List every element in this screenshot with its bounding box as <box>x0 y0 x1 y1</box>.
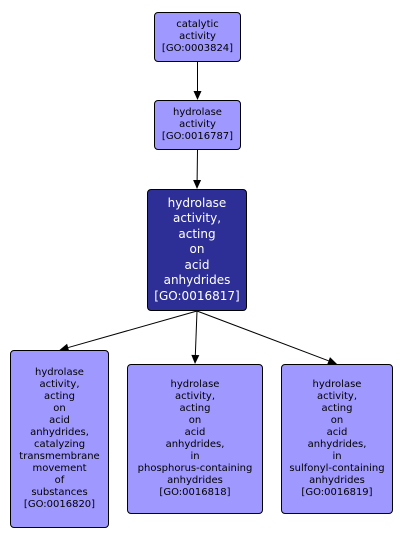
node-label-line: phosphorus-containing <box>137 463 253 474</box>
node-label-line: activity, <box>174 391 216 402</box>
node-label-line: acid <box>49 415 70 426</box>
node-label-line: in <box>332 451 342 462</box>
node-label-line: acid <box>184 427 206 438</box>
node-label-line: anhydrides <box>309 475 365 486</box>
node-label-line: activity, <box>39 379 80 390</box>
node-label-line: activity, <box>172 211 222 226</box>
node-label-line: movement <box>32 463 87 474</box>
node-sulfonyl-containing[interactable]: hydrolase activity, acting on acid anhyd… <box>281 364 393 514</box>
node-label-line: on <box>53 403 66 414</box>
node-label-line: acid <box>184 257 210 272</box>
node-label-line: activity, <box>316 391 358 402</box>
node-id-label: [GO:0016787] <box>161 131 234 142</box>
edge-arrowhead <box>327 357 337 365</box>
node-label-line: anhydrides <box>163 273 231 288</box>
node-label-line: substances <box>31 487 88 498</box>
node-id-label: [GO:0016818] <box>159 487 231 498</box>
node-label-line: anhydrides <box>167 475 223 486</box>
node-phosphorus-containing[interactable]: hydrolase activity, acting on acid anhyd… <box>127 364 263 514</box>
edge-arrowhead <box>193 91 202 100</box>
node-label-line: acting <box>179 403 211 414</box>
node-id-label: [GO:0016817] <box>154 288 240 303</box>
edge-arrowhead <box>193 179 202 189</box>
node-hydrolase-activity[interactable]: hydrolase activity [GO:0016787] <box>154 100 241 150</box>
node-id-label: [GO:0016820] <box>23 499 96 510</box>
node-transmembrane-movement[interactable]: hydrolase activity, acting on acid anhyd… <box>10 350 109 528</box>
node-label-line: hydrolase <box>173 107 222 118</box>
node-label-line: activity <box>179 119 216 130</box>
node-label-line: anhydrides, <box>307 439 367 450</box>
node-label-line: transmembrane <box>19 451 100 462</box>
edge-line <box>68 310 198 349</box>
node-label-line: hydrolase <box>167 195 227 210</box>
node-label-line: sulfonyl-containing <box>289 463 385 474</box>
node-label-line: catalyzing <box>33 439 86 450</box>
node-hydrolase-acid-anhydrides-focus[interactable]: hydrolase activity, acting on acid anhyd… <box>147 189 247 311</box>
node-label-line: acting <box>321 403 353 414</box>
edge-line <box>194 310 198 356</box>
node-label-line: acting <box>178 226 216 241</box>
node-label-line: of <box>54 475 65 486</box>
node-label-line: on <box>188 415 202 426</box>
node-label-line: on <box>330 415 344 426</box>
node-label-line: acid <box>326 427 348 438</box>
node-catalytic-activity[interactable]: catalytic activity [GO:0003824] <box>154 12 241 62</box>
node-label-line: acting <box>43 391 75 402</box>
node-id-label: [GO:0016819] <box>301 487 373 498</box>
node-label-line: catalytic <box>176 19 219 30</box>
node-label-line: in <box>190 451 200 462</box>
node-id-label: [GO:0003824] <box>161 43 234 54</box>
edge-line <box>196 310 329 362</box>
node-label-line: hydrolase <box>312 379 362 390</box>
node-label-line: on <box>189 242 205 257</box>
node-label-line: anhydrides, <box>165 439 225 450</box>
node-label-line: hydrolase <box>35 367 84 378</box>
edge-arrowhead <box>59 343 70 352</box>
node-label-line: activity <box>179 31 216 42</box>
edge-arrowhead <box>191 354 200 364</box>
node-label-line: hydrolase <box>170 379 220 390</box>
node-label-line: anhydrides, <box>30 427 89 438</box>
